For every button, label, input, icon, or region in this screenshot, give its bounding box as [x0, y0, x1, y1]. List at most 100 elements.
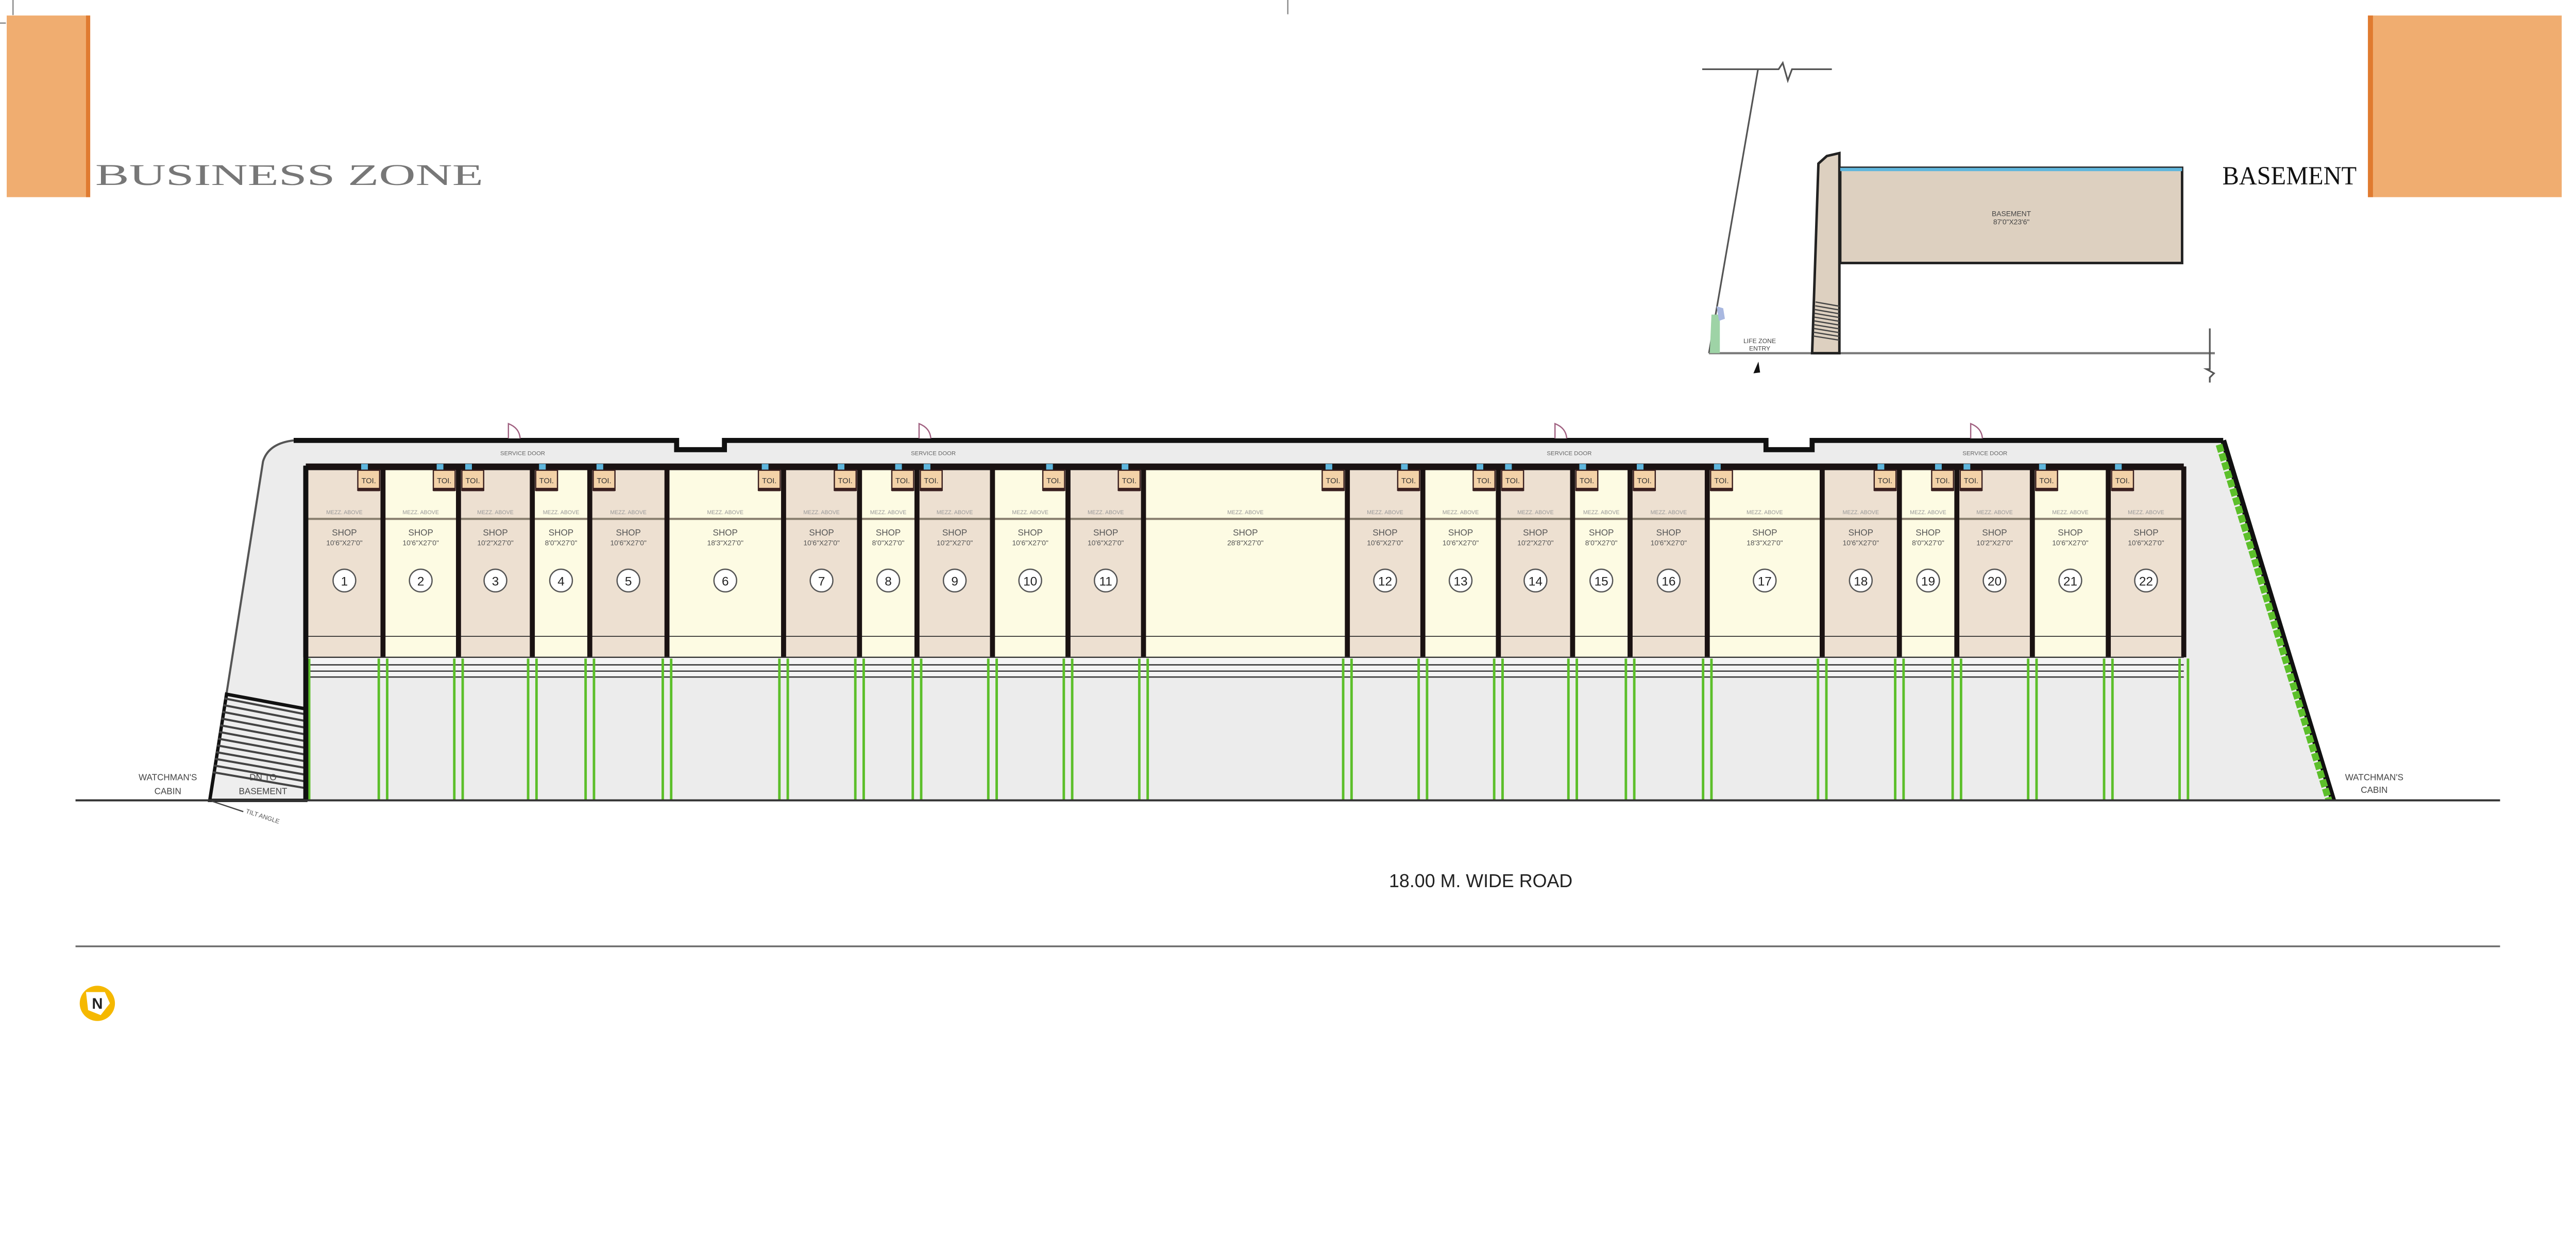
- watchman-cabin-right-label: CABIN: [2361, 785, 2387, 795]
- shop-number-badge: [1373, 568, 1397, 593]
- watchman-cabin-right-label: WATCHMAN'S: [2345, 772, 2403, 782]
- toilet-vent: [596, 464, 603, 470]
- toilet-wall: [462, 487, 484, 491]
- mezz-above-label: MEZZ. ABOVE: [803, 510, 840, 516]
- toilet-vent: [1325, 464, 1332, 470]
- toilet-wall: [1397, 487, 1420, 491]
- toilet-wall: [1118, 487, 1140, 491]
- shop-number-badge: [1753, 568, 1777, 593]
- shop-partition-wall: [914, 466, 920, 657]
- shop-label: SHOP: [713, 528, 738, 538]
- shop-number-badge: [713, 568, 737, 593]
- shop-number: 2: [417, 575, 425, 589]
- watchman-cabin-left-label: WATCHMAN'S: [139, 772, 197, 782]
- shop-number-badge: [1094, 568, 1118, 593]
- toilet-wall: [1874, 487, 1896, 491]
- shop-number: 10: [1023, 575, 1037, 589]
- mezz-above-label: MEZZ. ABOVE: [477, 510, 514, 516]
- ramp-step: [1815, 301, 1840, 307]
- toilet: [1633, 469, 1656, 491]
- ramp-step: [1813, 335, 1840, 341]
- shop-partition-wall: [456, 466, 461, 657]
- shop-size: 28'8"X27'0": [1227, 538, 1264, 547]
- shop-number: 7: [818, 575, 825, 589]
- toilet-label: TOI.: [1714, 477, 1728, 485]
- toilet-label: TOI.: [924, 477, 938, 485]
- toilet: [1710, 469, 1733, 491]
- ramp-step: [1815, 305, 1840, 311]
- north-compass-icon[interactable]: N: [79, 986, 115, 1021]
- shop-partition-wall: [380, 466, 386, 657]
- toilet-label: TOI.: [1122, 477, 1137, 485]
- shop-floor: [1822, 470, 1900, 657]
- basement-label: BASEMENT: [1992, 209, 2031, 217]
- toilet-wall: [1960, 487, 1982, 491]
- toilet-wall: [593, 487, 615, 491]
- toilet: [2035, 469, 2058, 491]
- toilet-vent: [361, 464, 368, 470]
- service-door-swing-icon: [1554, 422, 1568, 438]
- shop-size: 10'2"X27'0": [937, 538, 973, 547]
- toilet-vent: [923, 464, 930, 470]
- toilet-wall: [1501, 487, 1524, 491]
- boundary-wall: [2220, 439, 2336, 802]
- toilet-wall: [1575, 487, 1598, 491]
- mezz-above-label: MEZZ. ABOVE: [1088, 510, 1124, 516]
- shop-label: SHOP: [1589, 528, 1614, 538]
- shop-number: 14: [1529, 575, 1543, 589]
- toilet-vent: [1401, 464, 1408, 470]
- ramp-step: [1815, 312, 1840, 318]
- shop-number-badge: [483, 568, 507, 593]
- entry-green: [1709, 314, 1720, 353]
- shop-number-badge: [2134, 568, 2158, 593]
- ramp-steps: [1813, 301, 1840, 341]
- mezz-above-label: MEZZ. ABOVE: [1976, 510, 2013, 516]
- shop-number-badge: [1982, 568, 2007, 593]
- ramp-step: [1814, 320, 1840, 326]
- toilet: [1575, 469, 1599, 491]
- shop-number-badge: [1589, 568, 1614, 593]
- entry-arrow-icon: [1753, 361, 1760, 374]
- road-label: 18.00 M. WIDE ROAD: [1389, 871, 1572, 891]
- shop-partition-wall: [1628, 466, 1633, 657]
- shop-partition-wall: [990, 466, 995, 657]
- shop-number-badge: [1656, 568, 1681, 593]
- toilet: [1042, 469, 1065, 491]
- shop-floor: [2108, 470, 2184, 657]
- shop-partition-wall: [2106, 466, 2111, 657]
- stair-tread: [220, 724, 306, 742]
- shop-number-badge: [2058, 568, 2082, 593]
- shop-number: 19: [1921, 575, 1935, 589]
- shop-label: SHOP: [1656, 528, 1681, 538]
- shop-label: SHOP: [549, 528, 573, 538]
- shop-label: SHOP: [2058, 528, 2082, 538]
- shop-number-badge: [876, 568, 901, 593]
- stair-tread: [223, 704, 306, 722]
- shop-number-badge: [616, 568, 640, 593]
- ramp-step: [1814, 316, 1840, 322]
- toilet-vent: [436, 464, 444, 470]
- ramp-step: [1815, 309, 1840, 315]
- toilet-label: TOI.: [1580, 477, 1594, 485]
- toilet-label: TOI.: [1964, 477, 1978, 485]
- toilet-wall: [758, 487, 781, 491]
- shop-floor: [917, 470, 993, 657]
- basement-vents: [1840, 167, 2182, 172]
- shop-number-badge: [549, 568, 573, 593]
- shop-label: SHOP: [332, 528, 357, 538]
- shop-partition-wall: [1819, 466, 1825, 657]
- mezz-above-label: MEZZ. ABOVE: [543, 510, 580, 516]
- shop-label: SHOP: [1982, 528, 2007, 538]
- toilet: [592, 469, 616, 491]
- toilet-vent: [1122, 464, 1129, 470]
- shop-label: SHOP: [616, 528, 640, 538]
- stair-treads: [212, 697, 306, 789]
